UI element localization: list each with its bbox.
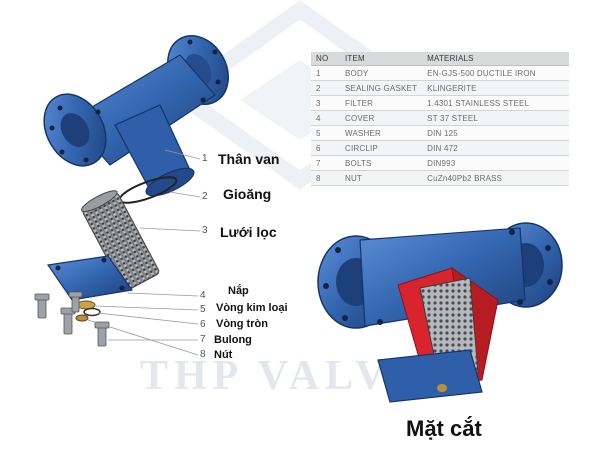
- cell-material: 1.4301 STAINLESS STEEL: [422, 95, 569, 111]
- table-row: 1 BODY EN-GJS-500 DUCTILE IRON: [311, 65, 569, 81]
- column-header-no: NO: [311, 52, 340, 66]
- brass-nut: [75, 314, 89, 322]
- cell-no: 6: [311, 140, 340, 156]
- table-header-row: NO ITEM MATERIALS: [311, 52, 569, 66]
- circlip: [83, 307, 101, 317]
- cell-material: DIN 125: [422, 125, 569, 141]
- cell-item: COVER: [340, 110, 423, 126]
- cell-no: 8: [311, 170, 340, 186]
- callout-number-8: 8: [200, 349, 206, 360]
- callout-number-1: 1: [202, 153, 208, 164]
- cell-item: BODY: [340, 65, 423, 81]
- callout-label-nut: Nút: [214, 349, 233, 361]
- table-row: 3 FILTER 1.4301 STAINLESS STEEL: [311, 95, 569, 111]
- cell-no: 7: [311, 155, 340, 171]
- cell-no: 2: [311, 80, 340, 96]
- cell-item: BOLTS: [340, 155, 423, 171]
- cell-material: EN-GJS-500 DUCTILE IRON: [422, 65, 569, 81]
- cell-item: NUT: [340, 170, 423, 186]
- cell-material: DIN993: [422, 155, 569, 171]
- callout-number-6: 6: [200, 319, 206, 330]
- cell-no: 3: [311, 95, 340, 111]
- watermark-text: THP VALVE: [140, 353, 426, 399]
- cell-material: CuZn40Pb2 BRASS: [422, 170, 569, 186]
- leader-lines: [87, 149, 201, 356]
- cell-item: SEALING GASKET: [340, 80, 423, 96]
- cell-item: CIRCLIP: [340, 140, 423, 156]
- cell-item: FILTER: [340, 95, 423, 111]
- materials-table: NO ITEM MATERIALS 1 BODY EN-GJS-500 DUCT…: [311, 52, 569, 186]
- filter-screen: [81, 190, 160, 291]
- column-header-materials: MATERIALS: [422, 52, 569, 66]
- section-view-title: Mặt cắt: [406, 416, 482, 441]
- table-row: 4 COVER ST 37 STEEL: [311, 110, 569, 126]
- callout-number-2: 2: [202, 191, 208, 202]
- table-row: 7 BOLTS DIN993: [311, 155, 569, 171]
- callout-label-cover: Nắp: [228, 285, 249, 297]
- cell-material: ST 37 STEEL: [422, 110, 569, 126]
- table-row: 8 NUT CuZn40Pb2 BRASS: [311, 170, 569, 186]
- cell-no: 5: [311, 125, 340, 141]
- table-row: 6 CIRCLIP DIN 472: [311, 140, 569, 156]
- cell-material: DIN 472: [422, 140, 569, 156]
- column-header-item: ITEM: [340, 52, 423, 66]
- callout-label-gasket: Gioăng: [223, 186, 272, 202]
- callout-label-filter: Lưới lọc: [220, 224, 277, 240]
- callout-label-circlip: Vòng tròn: [216, 318, 268, 330]
- callout-label-bolts: Bulong: [214, 334, 252, 346]
- table-row: 5 WASHER DIN 125: [311, 125, 569, 141]
- valve-body: [43, 35, 229, 197]
- callout-number-5: 5: [200, 304, 206, 315]
- cell-item: WASHER: [340, 125, 423, 141]
- callout-label-washer: Vòng kim loại: [216, 302, 288, 314]
- cell-no: 1: [311, 65, 340, 81]
- table-row: 2 SEALING GASKET KLINGERITE: [311, 80, 569, 96]
- callout-number-4: 4: [200, 290, 206, 301]
- callout-label-body: Thân van: [218, 151, 280, 167]
- cell-no: 4: [311, 110, 340, 126]
- section-body: [317, 222, 563, 403]
- callout-number-3: 3: [202, 225, 208, 236]
- cell-material: KLINGERITE: [422, 80, 569, 96]
- callout-number-7: 7: [200, 334, 206, 345]
